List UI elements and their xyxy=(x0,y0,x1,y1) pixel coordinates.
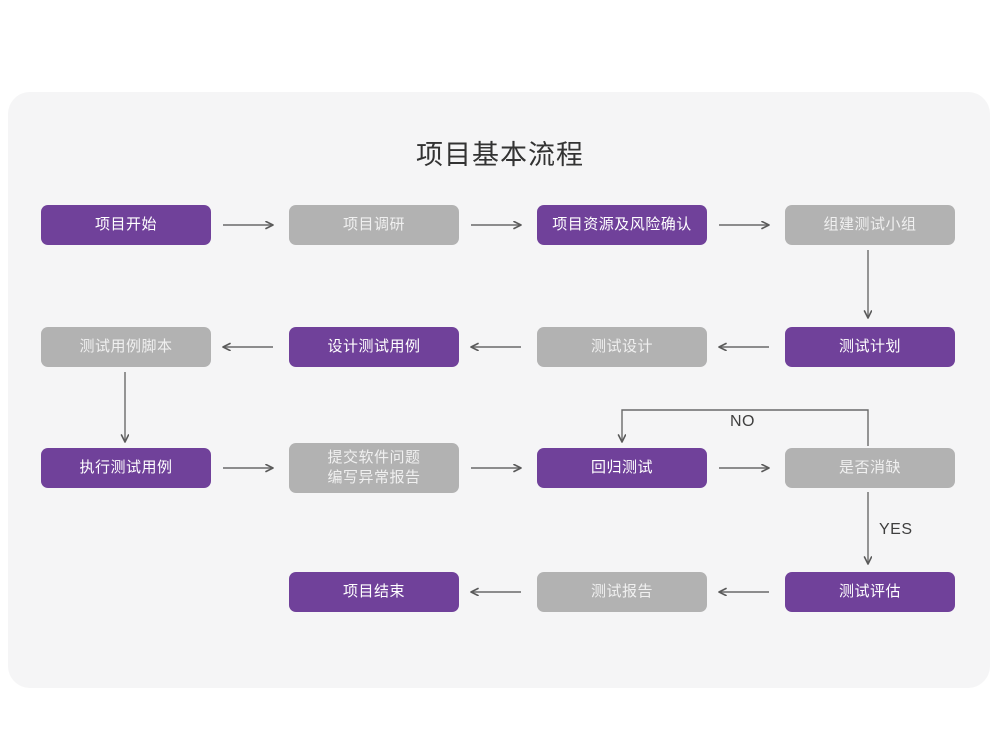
node-label: 执行测试用例 xyxy=(79,458,173,476)
node-regression-test[interactable]: 回归测试 xyxy=(537,448,707,488)
node-project-research[interactable]: 项目调研 xyxy=(289,205,459,245)
edge-label-no: NO xyxy=(730,413,755,430)
node-label: 测试用例脚本 xyxy=(79,337,173,355)
node-design-test-case[interactable]: 设计测试用例 xyxy=(289,327,459,367)
node-form-test-team[interactable]: 组建测试小组 xyxy=(785,205,955,245)
node-label: 项目资源及风险确认 xyxy=(552,215,692,233)
node-label: 测试设计 xyxy=(590,337,653,355)
node-label: 项目开始 xyxy=(94,215,157,233)
node-label: 测试评估 xyxy=(838,582,901,600)
node-label: 测试报告 xyxy=(590,582,653,600)
node-label: 测试计划 xyxy=(838,337,901,355)
node-project-end[interactable]: 项目结束 xyxy=(289,572,459,612)
node-test-report[interactable]: 测试报告 xyxy=(537,572,707,612)
node-resource-risk-confirm[interactable]: 项目资源及风险确认 xyxy=(537,205,707,245)
node-label: 项目调研 xyxy=(342,215,405,233)
node-label: 回归测试 xyxy=(590,458,653,476)
node-label: 设计测试用例 xyxy=(327,337,421,355)
node-test-plan[interactable]: 测试计划 xyxy=(785,327,955,367)
node-defect-cleared-decision[interactable]: 是否消缺 xyxy=(785,448,955,488)
node-label: 提交软件问题编写异常报告 xyxy=(327,448,421,486)
node-submit-issue-report[interactable]: 提交软件问题编写异常报告 xyxy=(289,443,459,493)
edge-label-yes: YES xyxy=(879,521,913,538)
node-label: 是否消缺 xyxy=(838,458,901,476)
node-project-start[interactable]: 项目开始 xyxy=(41,205,211,245)
node-label: 项目结束 xyxy=(342,582,405,600)
node-test-evaluation[interactable]: 测试评估 xyxy=(785,572,955,612)
node-label: 组建测试小组 xyxy=(823,215,917,233)
page-title: 项目基本流程 xyxy=(416,140,584,170)
node-test-design[interactable]: 测试设计 xyxy=(537,327,707,367)
node-test-case-script[interactable]: 测试用例脚本 xyxy=(41,327,211,367)
node-execute-test-case[interactable]: 执行测试用例 xyxy=(41,448,211,488)
